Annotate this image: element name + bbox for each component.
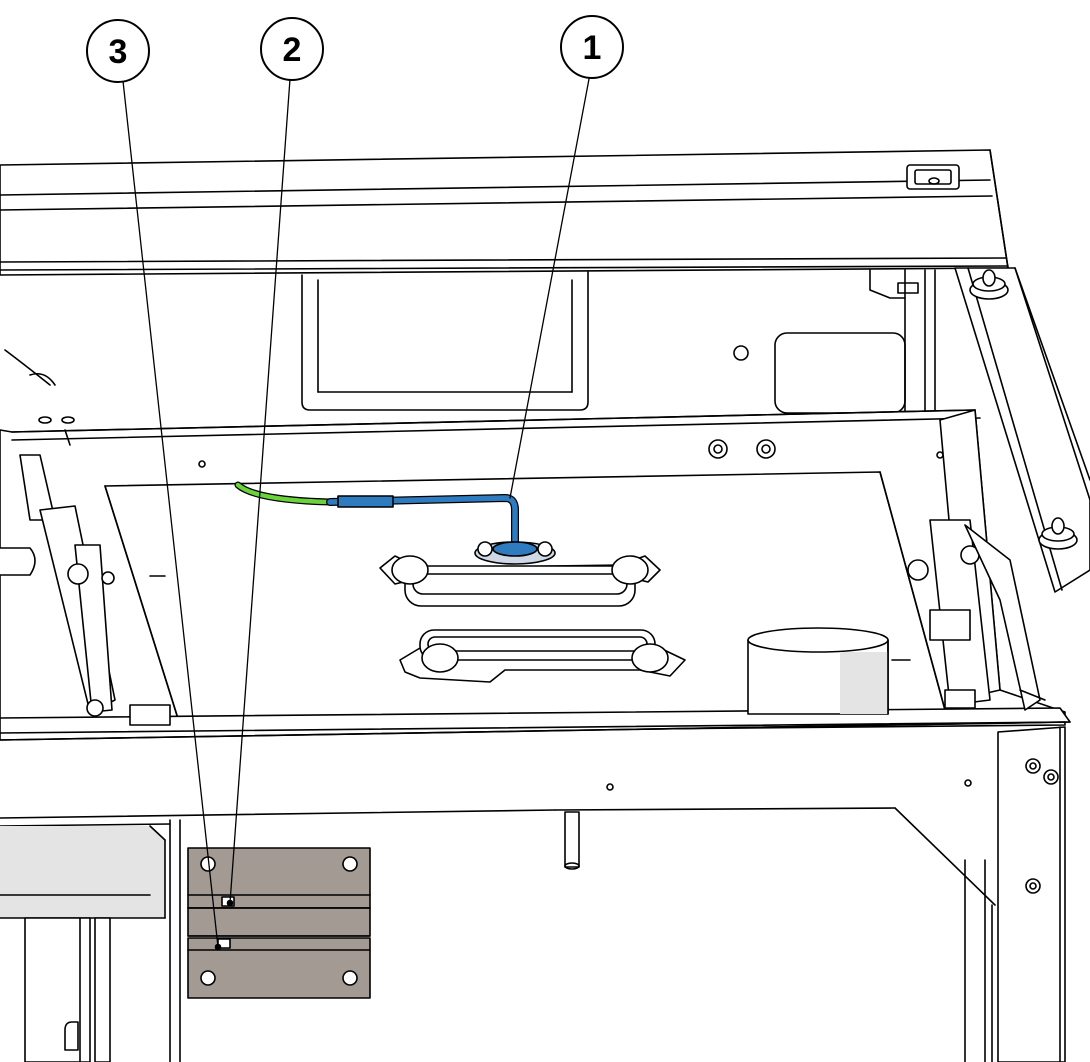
callout-2: 2: [260, 17, 324, 81]
left-hinge: [0, 349, 171, 726]
tray-front-lip: [0, 707, 1071, 741]
callout-leader-1: [509, 78, 590, 499]
callout-leader-2: [229, 78, 291, 904]
callout-1: 1: [560, 15, 624, 79]
screw-head: [198, 460, 206, 468]
top-cover: [0, 149, 1009, 276]
front-frame: [0, 721, 1066, 1062]
hex-nut-left: [708, 439, 728, 459]
left-cabinet: [0, 825, 166, 1062]
right-bumper-upper: [969, 269, 1009, 300]
cover-latch: [906, 164, 960, 190]
canister: [747, 627, 889, 715]
green-hose: [234, 481, 334, 506]
right-hinge: [907, 409, 1046, 711]
rear-window: [301, 271, 589, 411]
right-bumper-lower: [1038, 517, 1078, 550]
hose-fitting: [474, 541, 556, 565]
hex-nut-right: [756, 439, 776, 459]
callout-2-label: 2: [283, 31, 302, 69]
callout-leader-3: [122, 80, 219, 948]
mounting-bracket: [187, 847, 371, 999]
right-side-wall: [954, 267, 1090, 593]
handle-front: [399, 629, 686, 683]
right-front-post: [964, 726, 1066, 1062]
blue-hose: [326, 494, 519, 549]
callout-3-label: 3: [109, 33, 128, 71]
handle-rear: [379, 555, 661, 607]
callout-1-label: 1: [583, 29, 602, 67]
rear-wall: [733, 269, 936, 414]
support-rod: [564, 811, 580, 870]
callout-3: 3: [86, 19, 150, 83]
